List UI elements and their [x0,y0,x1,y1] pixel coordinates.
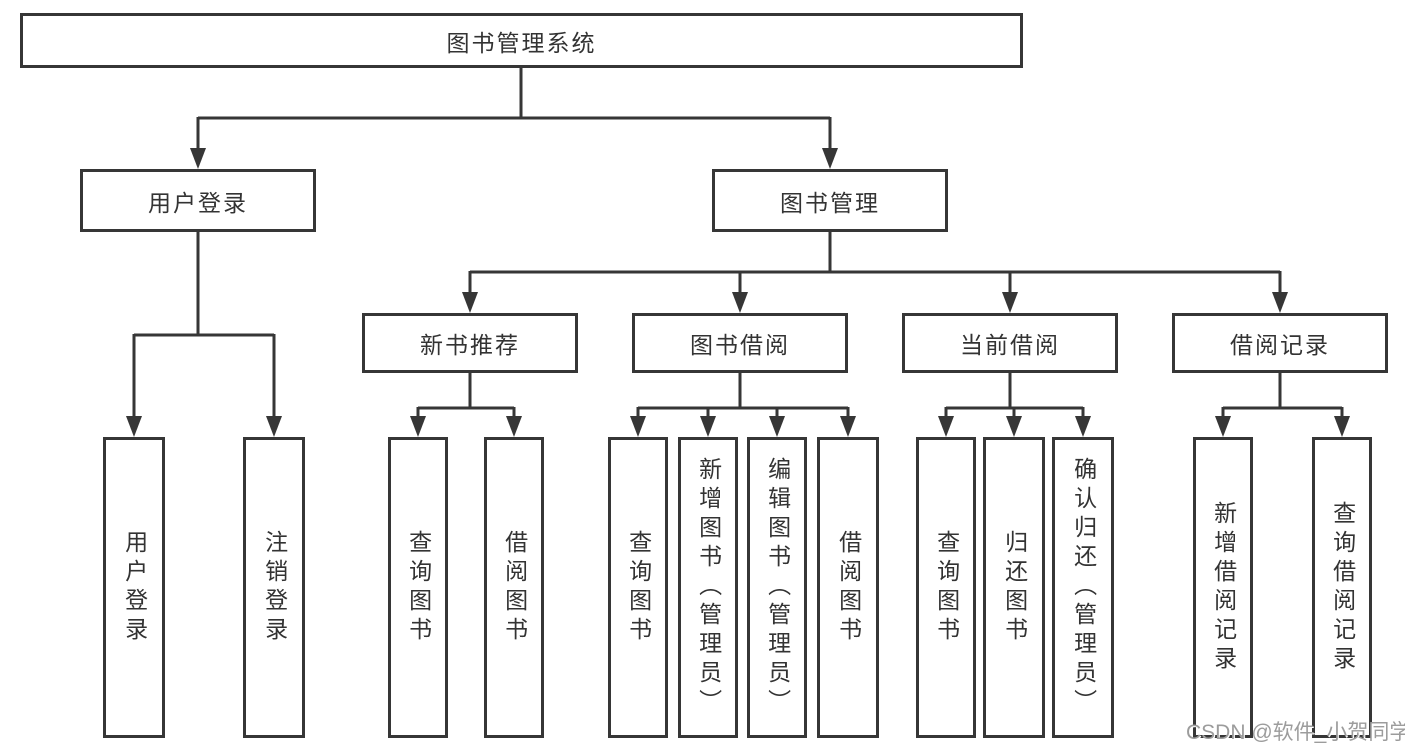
arrowhead [630,416,646,437]
arrowhead [1272,292,1288,313]
leaf-add-books-admin: 新增图书（管理员） [678,437,738,738]
leaf-edit-books-admin-label: 编辑图书（管理员） [764,457,791,718]
leaf-confirm-return-admin: 确认归还（管理员） [1052,437,1114,738]
leaf-borrow-books-2: 借阅图书 [817,437,879,738]
leaf-query-books-1: 查询图书 [388,437,448,738]
leaf-edit-books-admin: 编辑图书（管理员） [747,437,807,738]
arrowhead [126,416,142,437]
leaf-query-books-2: 查询图书 [608,437,668,738]
arrowhead [840,416,856,437]
leaf-query-books-1-label: 查询图书 [405,529,432,646]
leaf-logout: 注销登录 [243,437,305,738]
leaf-add-borrow-record-label: 新增借阅记录 [1210,500,1237,675]
arrowhead [769,416,785,437]
leaf-return-books: 归还图书 [983,437,1045,738]
node-book-management: 图书管理 [712,169,948,232]
arrowhead [266,416,282,437]
leaf-user-login: 用户登录 [103,437,165,738]
leaf-query-borrow-record: 查询借阅记录 [1312,437,1372,738]
arrowhead [1002,292,1018,313]
node-book-borrow: 图书借阅 [632,313,848,373]
node-new-book-recommend-label: 新书推荐 [420,332,520,358]
arrowhead [1334,416,1350,437]
arrowhead [1215,416,1231,437]
node-borrow-records: 借阅记录 [1172,313,1388,373]
leaf-logout-label: 注销登录 [261,529,288,646]
node-book-management-label: 图书管理 [780,189,880,216]
node-user-login: 用户登录 [80,169,316,232]
leaf-query-books-3-label: 查询图书 [933,529,960,646]
leaf-add-borrow-record: 新增借阅记录 [1193,437,1253,738]
node-root: 图书管理系统 [20,13,1023,68]
arrowhead [732,292,748,313]
arrowhead [410,416,426,437]
leaf-return-books-label: 归还图书 [1001,529,1028,646]
node-root-label: 图书管理系统 [446,29,597,56]
node-borrow-records-label: 借阅记录 [1230,332,1330,358]
leaf-confirm-return-admin-label: 确认归还（管理员） [1070,457,1097,718]
arrowheads [126,148,1350,437]
arrowhead [462,292,478,313]
node-current-borrow: 当前借阅 [902,313,1118,373]
leaf-query-books-3: 查询图书 [916,437,976,738]
node-book-borrow-label: 图书借阅 [690,332,790,358]
arrowhead [506,416,522,437]
leaf-borrow-books-1-label: 借阅图书 [501,529,528,646]
arrowhead [1075,416,1091,437]
arrowhead [1006,416,1022,437]
arrowhead [190,148,206,169]
leaf-query-borrow-record-label: 查询借阅记录 [1329,500,1356,675]
node-new-book-recommend: 新书推荐 [362,313,578,373]
node-current-borrow-label: 当前借阅 [960,332,1060,358]
leaf-user-login-label: 用户登录 [121,529,148,646]
leaf-borrow-books-1: 借阅图书 [484,437,544,738]
leaf-query-books-2-label: 查询图书 [625,529,652,646]
arrowhead [700,416,716,437]
leaf-add-books-admin-label: 新增图书（管理员） [695,457,722,718]
arrowhead [938,416,954,437]
leaf-borrow-books-2-label: 借阅图书 [835,529,862,646]
node-user-login-label: 用户登录 [148,189,248,216]
watermark: CSDN @软件_小贺同学 [1186,721,1405,744]
arrowhead [822,148,838,169]
